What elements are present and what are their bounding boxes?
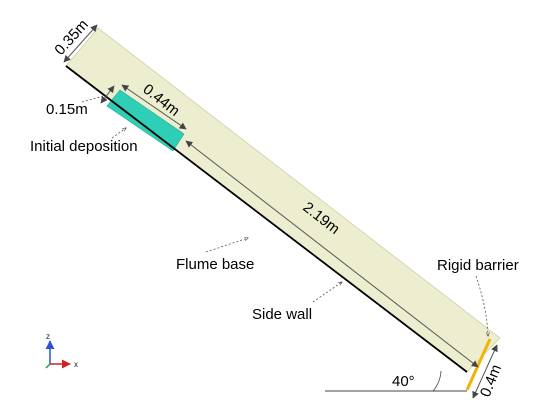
dim-line-barrier-width [472, 344, 498, 399]
label-angle: 40° [392, 373, 415, 390]
label-barrier-width: 0.4m [477, 362, 505, 399]
label-flume-base: Flume base [176, 256, 254, 273]
flume-base-line [65, 65, 468, 373]
dim-line-flume-width [63, 24, 98, 63]
label-deposition-offset: 0.15m [46, 101, 88, 118]
y-axis-stub [45, 363, 51, 369]
dim-line-flume-length [185, 140, 479, 368]
dim-line-deposition-length [121, 84, 187, 130]
leader-flume-base [205, 238, 248, 253]
x-axis-label: x [74, 360, 78, 369]
z-axis-label: z [46, 332, 50, 341]
dim-line-deposition-offset [100, 85, 115, 104]
axes-indicator: z x [45, 332, 78, 369]
label-rigid-barrier: Rigid barrier [437, 257, 519, 274]
leader-initial-deposition [111, 128, 126, 139]
angle-arc [432, 370, 442, 392]
leader-rigid-barrier [475, 275, 488, 336]
label-initial-deposition: Initial deposition [30, 138, 138, 155]
label-side-wall: Side wall [252, 306, 312, 323]
leader-side-wall [312, 282, 342, 303]
